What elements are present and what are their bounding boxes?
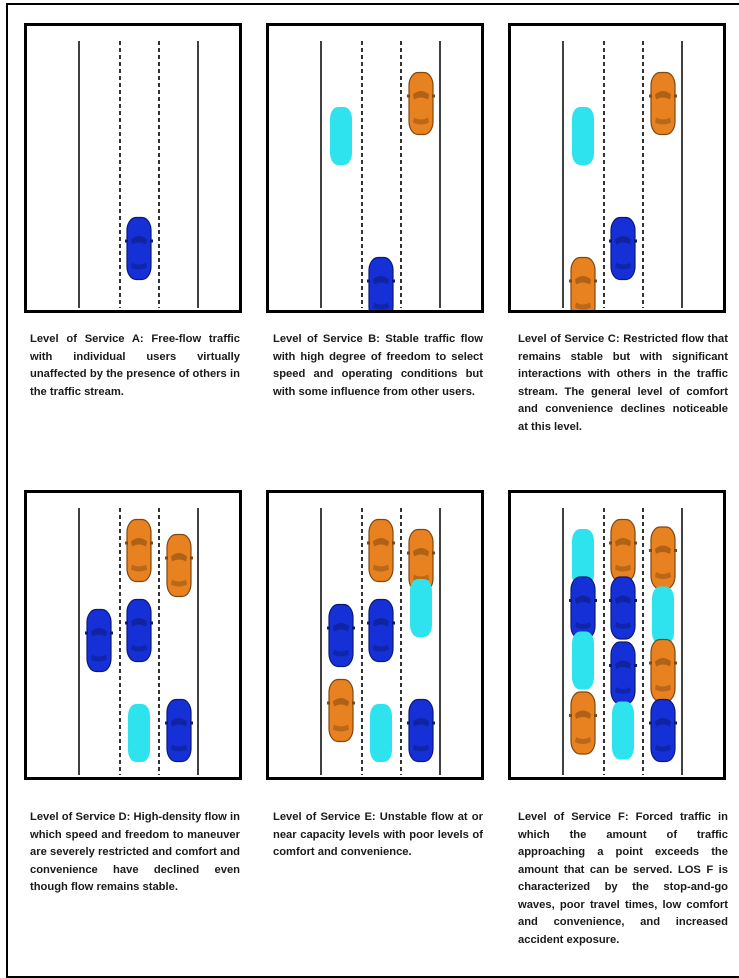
cyan-car	[330, 107, 352, 165]
panel-los-a	[24, 23, 242, 313]
blue-car	[125, 216, 153, 281]
blue-car	[367, 598, 395, 663]
caption-los-b: Level of Service B: Stable traffic flow …	[273, 333, 483, 398]
caption-los-f: Level of Service F: Forced traffic in wh…	[518, 811, 728, 946]
orange-car	[569, 256, 597, 310]
road-diagram-c	[562, 41, 683, 310]
cyan-car	[652, 586, 674, 645]
orange-car	[327, 678, 355, 743]
orange-car	[407, 528, 435, 593]
blue-car	[85, 608, 113, 673]
cyan-car	[572, 529, 594, 587]
blue-car	[407, 698, 435, 763]
orange-car	[165, 533, 193, 598]
cyan-car	[612, 701, 634, 760]
orange-car	[649, 526, 677, 590]
cyan-car	[572, 107, 594, 165]
road-diagram-e	[320, 508, 441, 775]
blue-car	[609, 576, 637, 640]
orange-car	[125, 518, 153, 583]
orange-car	[367, 518, 395, 583]
road-diagram-b	[320, 41, 441, 310]
caption-los-e: Level of Service E: Unstable flow at or …	[273, 811, 483, 858]
panel-los-d	[24, 490, 242, 780]
blue-car	[367, 256, 395, 310]
blue-car	[327, 603, 355, 668]
panel-los-c	[508, 23, 726, 313]
road-diagram-a	[78, 41, 199, 308]
blue-car	[569, 576, 597, 640]
cyan-car	[128, 704, 150, 762]
orange-car	[569, 691, 597, 755]
caption-los-a: Level of Service A: Free-flow traffic wi…	[30, 333, 240, 398]
blue-car	[165, 698, 193, 763]
panel-los-b	[266, 23, 484, 313]
panel-los-e	[266, 490, 484, 780]
cyan-car	[410, 579, 432, 637]
blue-car	[609, 641, 637, 705]
blue-car	[609, 216, 637, 281]
cyan-car	[370, 704, 392, 762]
road-diagram-f	[562, 508, 683, 775]
cyan-car	[572, 631, 594, 690]
orange-car	[407, 71, 435, 136]
caption-los-d: Level of Service D: High-density flow in…	[30, 811, 240, 893]
panel-los-f	[508, 490, 726, 780]
orange-car	[609, 518, 637, 583]
orange-car	[649, 638, 677, 703]
blue-car	[649, 698, 677, 763]
road-diagram-d	[78, 508, 199, 775]
figure-page: Level of Service A: Free-flow traffic wi…	[6, 3, 739, 978]
caption-los-c: Level of Service C: Restricted flow that…	[518, 333, 728, 433]
blue-car	[125, 598, 153, 663]
orange-car	[649, 71, 677, 136]
